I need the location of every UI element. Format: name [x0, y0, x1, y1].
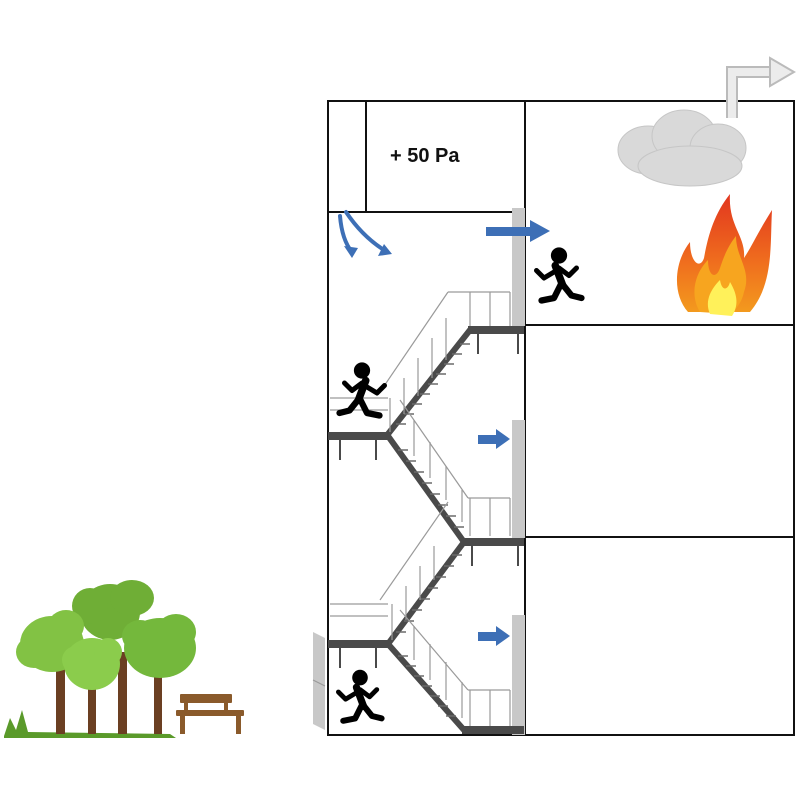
park-scene — [4, 580, 244, 738]
landing — [462, 538, 524, 546]
door-airflow-arrows — [478, 220, 550, 646]
airflow-arrow-icon — [478, 429, 510, 449]
pressure-label: + 50 Pa — [390, 145, 460, 167]
airflow-arrow-icon — [486, 220, 550, 242]
bench-icon — [176, 694, 244, 734]
landing — [462, 726, 524, 734]
supply-air-arrows — [338, 210, 386, 254]
airflow-arrow-icon — [478, 626, 510, 646]
running-person-icon — [338, 670, 381, 720]
exit-door — [313, 632, 325, 730]
supply-arrow-head-1 — [344, 246, 358, 258]
stairwell-doors — [512, 208, 525, 735]
smoke-cloud-icon — [617, 109, 747, 187]
tree-icon — [122, 614, 196, 678]
landing — [468, 326, 524, 334]
tree-icon — [62, 638, 122, 690]
tree-icon — [56, 652, 162, 734]
door-floor-2 — [512, 420, 525, 538]
door-floor-1 — [512, 615, 525, 735]
running-person-icon — [340, 363, 385, 416]
running-person-icon — [537, 248, 582, 301]
landing — [328, 640, 390, 648]
door-floor-3 — [512, 208, 525, 326]
landing — [328, 432, 390, 440]
exit-door-hinge — [312, 679, 326, 687]
exhaust-arrow-icon — [726, 56, 796, 118]
pressurization-fan-duct — [327, 100, 367, 213]
grass — [4, 710, 176, 738]
tree-icon — [72, 580, 154, 640]
fire-icon — [676, 194, 772, 316]
supply-arrow-head-2 — [378, 244, 392, 256]
staircase — [328, 291, 524, 734]
